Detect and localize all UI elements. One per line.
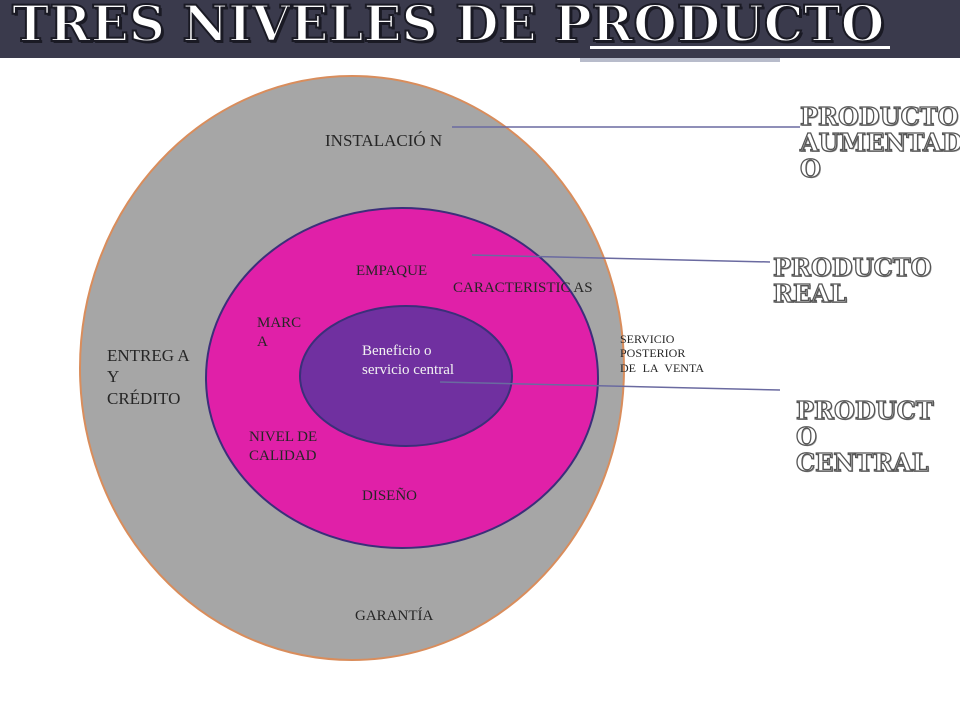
title-underline — [590, 46, 890, 49]
label-diseno: DISEÑO — [362, 488, 417, 504]
title-underline-shadow — [580, 58, 780, 62]
label-nivel-calidad: NIVEL DE CALIDAD — [249, 429, 318, 464]
label-marca: MARC A — [257, 315, 302, 350]
label-entrega-credito: ENTREG A Y CRÉDITO — [107, 346, 189, 408]
label-instalacion: INSTALACIÓ N — [325, 131, 443, 150]
label-beneficio-central: Beneficio o servicio central — [362, 343, 455, 378]
label-servicio-posterior: SERVICIO POSTERIOR DE LA VENTA — [620, 332, 704, 375]
callout-producto-central: PRODUCT O CENTRAL — [795, 396, 934, 477]
label-caracteristicas: CARACTERISTIC AS — [453, 280, 593, 296]
label-garantia: GARANTÍA — [355, 608, 434, 624]
leader-line-central — [439, 381, 781, 391]
core-ring-core-benefit — [299, 305, 513, 447]
callout-producto-real: PRODUCTO REAL — [772, 253, 932, 308]
callout-producto-aumentado: PRODUCTO AUMENTAD O — [799, 102, 960, 183]
leader-line-real — [471, 254, 771, 263]
label-empaque: EMPAQUE — [356, 263, 428, 279]
title-bar — [0, 0, 960, 62]
page-title: TRES NIVELES DE PRODUCTO — [11, 0, 885, 54]
